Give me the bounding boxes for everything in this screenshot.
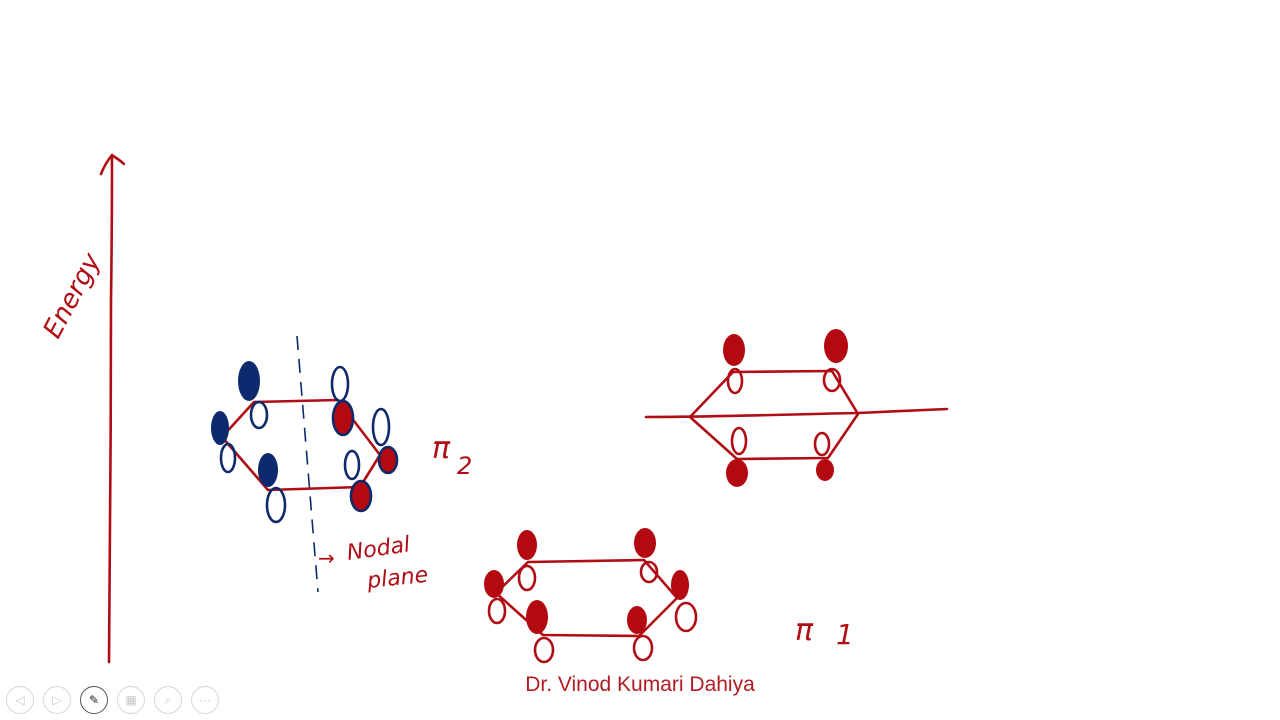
svg-text:plane: plane — [365, 563, 429, 594]
author-credit: Dr. Vinod Kumari Dahiya — [525, 673, 755, 696]
more-icon: ··· — [199, 693, 211, 707]
svg-text:2: 2 — [457, 452, 472, 480]
nodal-plane-annotation: → Nodal plane — [318, 532, 429, 594]
energy-label: Energy — [38, 248, 108, 343]
energy-axis — [99, 153, 126, 664]
pi2-degenerate-orbital-diagram — [644, 329, 949, 487]
chevron-left-icon: ◁ — [15, 693, 25, 707]
grid-icon: ▦ — [125, 693, 137, 707]
svg-text:→: → — [318, 546, 335, 570]
previous-slide-button[interactable]: ◁ — [6, 686, 34, 714]
chevron-right-icon: ▷ — [52, 693, 62, 707]
pen-tool-button[interactable]: ✎ — [80, 686, 108, 714]
next-slide-button[interactable]: ▷ — [43, 686, 71, 714]
svg-text:Nodal: Nodal — [345, 532, 411, 566]
zoom-button[interactable]: ⌕ — [154, 686, 182, 714]
magnifier-icon: ⌕ — [164, 692, 172, 707]
pen-icon: ✎ — [88, 693, 100, 707]
pi2-orbital-diagram — [211, 335, 399, 593]
more-options-button[interactable]: ··· — [191, 686, 219, 714]
svg-text:π: π — [795, 613, 814, 648]
pi2-label: π 2 — [432, 431, 472, 480]
pi1-label: π 1 — [795, 613, 854, 651]
svg-text:π: π — [432, 431, 451, 466]
slideshow-toolbar: ◁ ▷ ✎ ▦ ⌕ ··· — [6, 686, 219, 714]
pi1-orbital-diagram — [484, 528, 698, 664]
see-all-slides-button[interactable]: ▦ — [117, 686, 145, 714]
svg-text:1: 1 — [836, 618, 854, 651]
svg-text:Energy: Energy — [38, 248, 108, 343]
